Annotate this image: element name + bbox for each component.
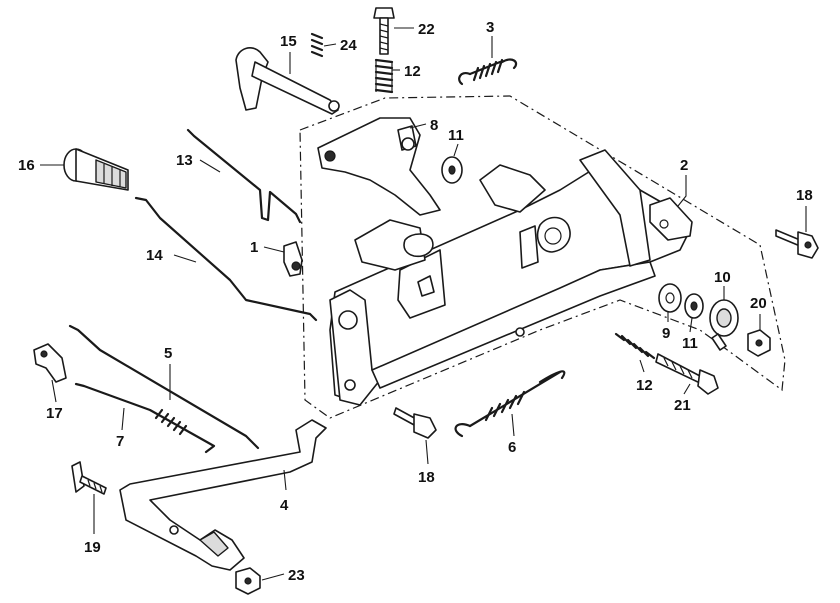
callout-7: 7 bbox=[116, 433, 124, 450]
bolt-22 bbox=[373, 7, 395, 55]
callout-12-lower: 12 bbox=[636, 377, 653, 394]
clip-17 bbox=[33, 343, 67, 383]
callout-16: 16 bbox=[18, 157, 35, 174]
callout-13: 13 bbox=[176, 152, 193, 169]
callout-11-lower: 11 bbox=[682, 335, 698, 352]
callout-12-upper: 12 bbox=[404, 63, 421, 80]
choke-knob bbox=[63, 148, 129, 191]
callout-21: 21 bbox=[674, 397, 691, 414]
rod-with-spring bbox=[74, 382, 216, 454]
washer-9 bbox=[658, 283, 682, 313]
callout-10: 10 bbox=[714, 269, 731, 286]
callout-15: 15 bbox=[280, 33, 297, 50]
callout-4: 4 bbox=[280, 497, 289, 514]
bolt-21 bbox=[655, 353, 719, 395]
nut-20 bbox=[747, 329, 771, 357]
callout-18-center: 18 bbox=[418, 469, 435, 486]
lever-10 bbox=[709, 299, 739, 351]
washer-11-lower bbox=[684, 293, 704, 319]
callout-2: 2 bbox=[680, 157, 688, 174]
callout-9: 9 bbox=[662, 325, 670, 342]
control-base-plate bbox=[329, 149, 693, 406]
callout-3: 3 bbox=[486, 19, 494, 36]
callout-19: 19 bbox=[84, 539, 101, 556]
spring-12-upper bbox=[374, 58, 394, 94]
nut-23 bbox=[235, 567, 261, 595]
spring-3 bbox=[458, 58, 518, 86]
spring-24 bbox=[310, 32, 324, 58]
callout-1: 1 bbox=[250, 239, 258, 256]
choke-rod bbox=[186, 128, 302, 224]
callout-22: 22 bbox=[418, 21, 435, 38]
spring-12-lower bbox=[614, 332, 656, 360]
callout-18-right: 18 bbox=[796, 187, 813, 204]
governor-arm-bracket bbox=[317, 117, 441, 216]
callout-6: 6 bbox=[508, 439, 516, 456]
callout-24: 24 bbox=[340, 37, 357, 54]
choke-lever bbox=[235, 47, 340, 115]
governor-rod bbox=[68, 324, 260, 450]
callout-11-upper: 11 bbox=[448, 127, 464, 144]
throttle-rod bbox=[134, 196, 318, 322]
governor-spring-6 bbox=[454, 370, 566, 438]
bolt-18-right bbox=[775, 229, 819, 259]
callout-5: 5 bbox=[164, 345, 172, 362]
callout-20: 20 bbox=[750, 295, 767, 312]
bolt-19 bbox=[71, 461, 107, 495]
rod-clip bbox=[283, 241, 303, 277]
assembly-boundary bbox=[299, 95, 786, 419]
callout-17: 17 bbox=[46, 405, 63, 422]
callout-14: 14 bbox=[146, 247, 163, 264]
leader-lines bbox=[40, 27, 807, 581]
callout-23: 23 bbox=[288, 567, 305, 584]
callouts: 1 2 3 4 5 6 7 8 9 10 11 11 12 12 13 14 1… bbox=[18, 19, 813, 584]
bolt-18-center bbox=[393, 407, 437, 439]
washer-11-upper bbox=[441, 156, 463, 184]
control-lever bbox=[119, 419, 327, 571]
callout-8: 8 bbox=[430, 117, 438, 134]
